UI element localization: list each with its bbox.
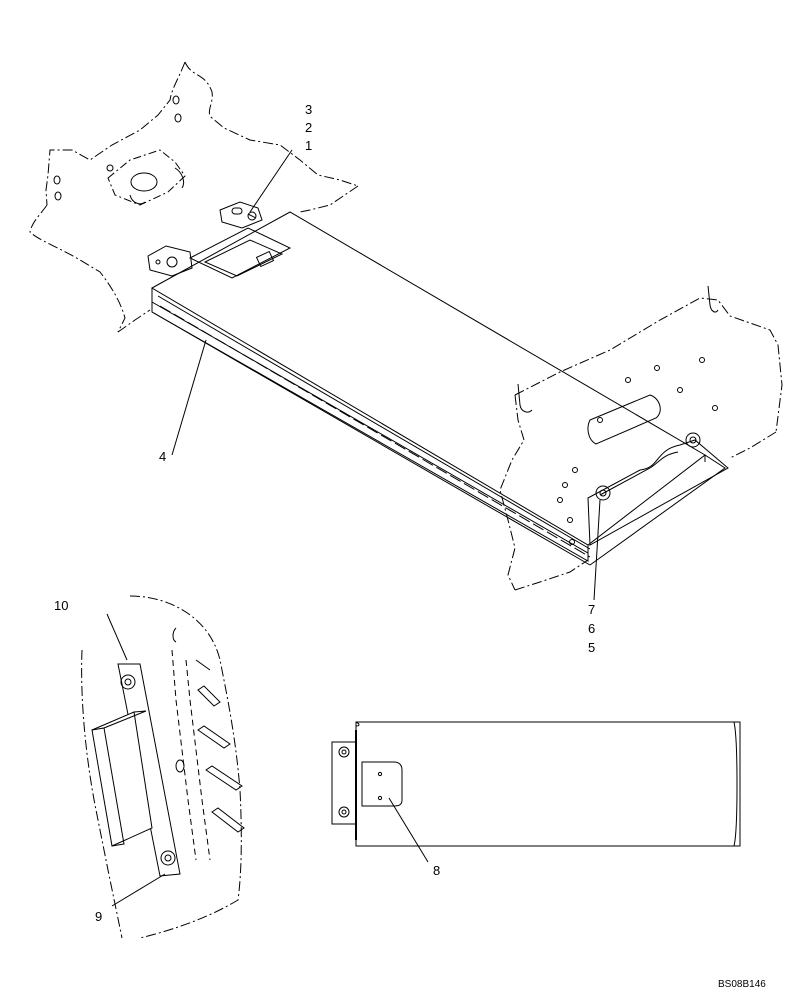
callout-10[interactable]: 10 — [54, 598, 69, 613]
upper-support-plate — [188, 227, 292, 279]
left-frame-holes — [53, 95, 182, 201]
detail-left-slots — [172, 627, 245, 833]
callout-3[interactable]: 3 — [305, 102, 313, 117]
callout-7[interactable]: 7 — [588, 602, 596, 617]
right-frame-holes — [557, 357, 718, 545]
detail-left-outline — [81, 595, 242, 939]
callout-8[interactable]: 8 — [433, 863, 441, 878]
callout-6[interactable]: 6 — [588, 621, 596, 636]
top-mount-bracket-right — [219, 201, 263, 229]
top-mount-bracket-left — [147, 245, 193, 277]
leader-lines — [106, 149, 601, 907]
callout-1[interactable]: 1 — [305, 138, 313, 153]
detail-left-strip — [171, 649, 211, 861]
callout-5[interactable]: 5 — [588, 640, 596, 655]
callout-2[interactable]: 2 — [305, 120, 313, 135]
callout-9[interactable]: 9 — [95, 909, 103, 924]
right-frame-hooks — [517, 285, 719, 413]
detail-right-panel — [355, 721, 741, 847]
detail-right-plate — [361, 761, 403, 807]
left-frame-top-bracket — [107, 149, 186, 206]
callout-4[interactable]: 4 — [159, 449, 167, 464]
block-component — [91, 710, 153, 847]
right-end-bracket — [587, 432, 729, 546]
detail-right-bracket — [331, 741, 357, 825]
right-frame-outline — [499, 297, 783, 591]
left-frame-outline — [29, 61, 359, 333]
main-panel — [150, 211, 726, 566]
drawing-reference-code: BS08B146 — [718, 979, 766, 990]
